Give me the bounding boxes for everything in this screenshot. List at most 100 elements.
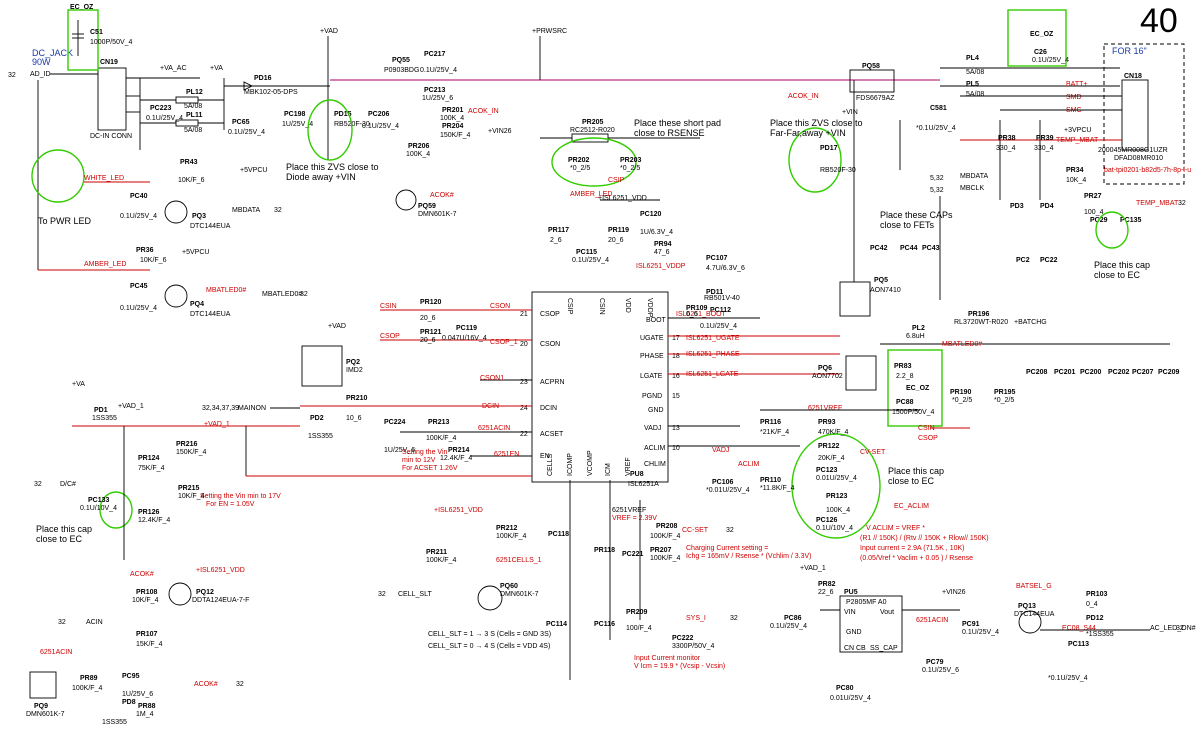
svg-text:PR43: PR43: [180, 159, 198, 166]
svg-text:+PRWSRC: +PRWSRC: [532, 28, 567, 35]
svg-text:(R1 // 150K) / (Rtv // 150K +: (R1 // 150K) / (Rtv // 150K + Rlow// 150…: [860, 535, 989, 542]
svg-text:0.1U/25V_4: 0.1U/25V_4: [362, 123, 399, 130]
svg-text:+5VPCU: +5VPCU: [240, 167, 267, 174]
svg-text:*0.1U/25V_4: *0.1U/25V_4: [916, 125, 956, 132]
svg-text:0.047U/16V_4: 0.047U/16V_4: [442, 335, 487, 342]
svg-text:*0_2/5: *0_2/5: [952, 397, 972, 404]
svg-text:0.1U/25V_4: 0.1U/25V_4: [228, 129, 265, 136]
svg-text:*0_2/5: *0_2/5: [570, 165, 590, 172]
svg-text:13: 13: [672, 425, 680, 432]
pq4-transistor: [164, 284, 188, 308]
svg-text:CSIP: CSIP: [566, 298, 573, 315]
svg-text:PHASE: PHASE: [640, 353, 664, 360]
svg-text:20_6: 20_6: [420, 315, 436, 322]
svg-text:PL2: PL2: [912, 325, 925, 332]
highlight-cap-ec1: [99, 491, 133, 529]
svg-text:PD17: PD17: [820, 145, 838, 152]
svg-text:ISL6251_UGATE: ISL6251_UGATE: [686, 335, 740, 342]
svg-text:CN18: CN18: [1124, 73, 1142, 80]
svg-text:32,34,37,39: 32,34,37,39: [202, 405, 239, 412]
highlight-pwr-led: [31, 149, 85, 203]
svg-text:17: 17: [672, 335, 680, 342]
svg-text:UGATE: UGATE: [640, 335, 664, 342]
svg-text:PC221: PC221: [622, 551, 644, 558]
svg-text:10: 10: [672, 445, 680, 452]
svg-text:24: 24: [520, 405, 528, 412]
svg-text:100K_4: 100K_4: [826, 507, 850, 514]
svg-text:ACPRN: ACPRN: [540, 379, 565, 386]
svg-text:CELL_SLT = 1 → 3 S (Cells = GN: CELL_SLT = 1 → 3 S (Cells = GND 3S): [428, 631, 551, 638]
svg-text:VDDP: VDDP: [646, 298, 653, 318]
svg-text:16: 16: [672, 373, 680, 380]
svg-text:10K/F_4: 10K/F_4: [178, 493, 205, 500]
svg-text:PR119: PR119: [608, 227, 629, 234]
svg-text:EC_OZ: EC_OZ: [1030, 31, 1054, 38]
svg-text:PL5: PL5: [966, 81, 979, 88]
svg-text:PGND: PGND: [642, 393, 662, 400]
svg-text:ACOK#: ACOK#: [130, 571, 154, 578]
svg-text:+BATCHG: +BATCHG: [1014, 319, 1047, 326]
svg-text:+5VPCU: +5VPCU: [182, 249, 209, 256]
svg-text:5A/08: 5A/08: [966, 91, 984, 98]
svg-text:0.1U/10V_4: 0.1U/10V_4: [816, 525, 853, 532]
svg-text:PR116: PR116: [760, 419, 781, 426]
svg-text:5,32: 5,32: [930, 175, 944, 182]
for16-label: FOR 16": [1112, 46, 1147, 56]
svg-text:EC_ACLIM: EC_ACLIM: [894, 503, 929, 510]
svg-text:1SS355: 1SS355: [92, 415, 117, 422]
svg-text:32: 32: [300, 291, 308, 298]
svg-text:PL11: PL11: [186, 112, 202, 119]
svg-text:SS_CAP: SS_CAP: [870, 645, 898, 652]
svg-text:VREF = 2.39V: VREF = 2.39V: [612, 515, 657, 522]
svg-text:MBATLED0#: MBATLED0#: [942, 341, 982, 348]
svg-text:ACOK_IN: ACOK_IN: [788, 93, 819, 100]
svg-text:Input current = 2.9A (71.5K ,: Input current = 2.9A (71.5K , 10K): [860, 545, 964, 552]
note-zvs1b: Diode away +VIN: [286, 172, 356, 182]
svg-text:AMBER_LED: AMBER_LED: [84, 261, 126, 268]
svg-text:ISL6251_VDDP: ISL6251_VDDP: [636, 263, 686, 270]
svg-text:6251ACIN: 6251ACIN: [916, 617, 948, 624]
svg-text:PC2: PC2: [1016, 257, 1030, 264]
highlight-snubber: [887, 349, 943, 427]
svg-text:PC120: PC120: [640, 211, 662, 218]
svg-text:1U/6.3V_4: 1U/6.3V_4: [640, 229, 673, 236]
svg-text:ACIN: ACIN: [86, 619, 103, 626]
svg-text:PC118: PC118: [548, 531, 569, 538]
svg-text:*0.1U/25V_4: *0.1U/25V_4: [1048, 675, 1088, 682]
svg-text:TEMP_MBAT: TEMP_MBAT: [1136, 200, 1179, 207]
svg-text:PC91: PC91: [962, 621, 980, 628]
dcjack-title: DC_JACK: [32, 48, 73, 58]
svg-text:PC44: PC44: [900, 245, 918, 252]
svg-text:PR83: PR83: [894, 363, 912, 370]
svg-text:RC2512-R020: RC2512-R020: [570, 127, 615, 134]
svg-text:4.7U/6.3V_6: 4.7U/6.3V_6: [706, 265, 745, 272]
svg-text:ACLIM: ACLIM: [738, 461, 760, 468]
svg-text:23: 23: [520, 379, 528, 386]
svg-text:V Icm = 19.9 * (Vcsip - Vcsin): V Icm = 19.9 * (Vcsip - Vcsin): [634, 663, 725, 670]
svg-text:32: 32: [34, 481, 42, 488]
svg-text:PQ55: PQ55: [392, 57, 410, 64]
svg-text:PD16: PD16: [254, 75, 272, 82]
svg-text:EN: EN: [540, 453, 550, 460]
svg-text:ACOK#: ACOK#: [430, 192, 454, 199]
svg-text:For ACSET 1.26V: For ACSET 1.26V: [402, 465, 458, 472]
svg-text:AON7410: AON7410: [870, 287, 901, 294]
svg-text:VIN: VIN: [844, 609, 856, 616]
svg-text:20: 20: [520, 341, 528, 348]
pu5-ic: [839, 595, 903, 653]
svg-text:PC206: PC206: [368, 111, 390, 118]
svg-text:PC198: PC198: [284, 111, 306, 118]
svg-text:DCIN: DCIN: [482, 403, 499, 410]
svg-text:PC79: PC79: [926, 659, 944, 666]
svg-text:PR34: PR34: [1066, 167, 1084, 174]
svg-text:470K/F_4: 470K/F_4: [818, 429, 848, 436]
svg-text:+ISL6251_VDD: +ISL6251_VDD: [196, 567, 245, 574]
svg-text:PR214: PR214: [448, 447, 470, 454]
for16-box: [1103, 43, 1185, 185]
pq3-transistor: [164, 200, 188, 224]
svg-text:PR123: PR123: [826, 493, 848, 500]
svg-text:0.1U/25V_4: 0.1U/25V_4: [146, 115, 183, 122]
svg-text:PC106: PC106: [712, 479, 734, 486]
svg-text:PD8: PD8: [122, 699, 136, 706]
